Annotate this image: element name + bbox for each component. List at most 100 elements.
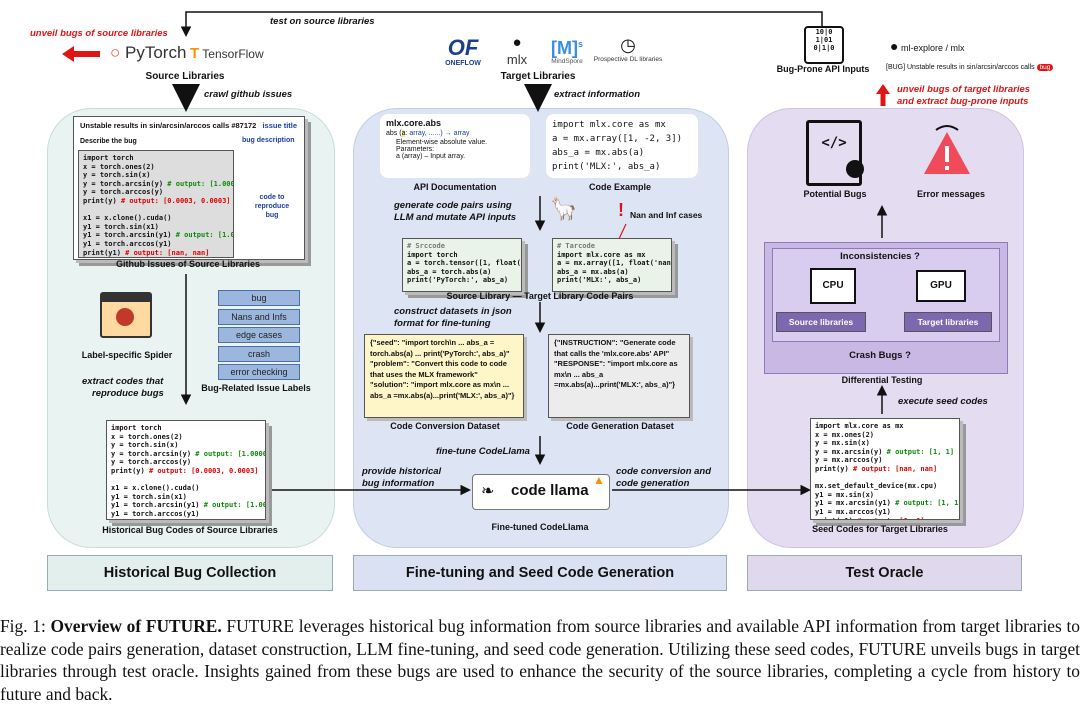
finetuning-bar: Fine-tuning and Seed Code Generation [353,555,727,591]
code-text: print(y) [111,466,149,475]
api-signature: abs (a: array, ......) → array [386,130,470,137]
code-comment: # output: [0.0003, 0.0003] [120,196,231,205]
code-line: import mlx.core as mx [557,251,667,260]
code-line: y = mx.arccos(y) [815,456,955,465]
code-text: y1 = mx.arcsin(y1) [815,499,896,508]
unveil-target-label-1: unveil bugs of target libraries [897,84,1031,95]
code-line: x = torch.ones(2) [111,433,261,442]
code-text: y = mx.sin(x) [815,439,870,448]
code-comment: # output: [1.0000, 1.0000] [167,179,234,188]
code-text: abs_a = torch.abs(a) [407,267,492,276]
code-line: a = mx.array([1, float('nan')], 3]) [557,259,671,268]
pytorch-icon: ○ [110,43,121,62]
code-text: y1 = mx.sin(x) [815,490,875,499]
unveil-source-label: unveil bugs of source libraries [30,28,168,39]
issue-label-tag: edge cases [218,327,300,343]
code-text: y = torch.arccos(y) [83,188,164,197]
extract-codes-label-2: reproduce bugs [92,388,164,399]
apple-icon: ● [512,34,522,51]
github-icon: ● [890,38,899,54]
code-line: print(y) # output: [0.0003, 0.0003] [83,196,231,206]
bug-tag: bug [1036,64,1054,71]
error-messages-label: Error messages [916,189,986,199]
conversion-label: Code Conversion Dataset [390,421,500,431]
oracle-bar: Test Oracle [747,555,1022,591]
api-description: Element-wise absolute value. [396,139,488,146]
code-line: y = torch.arcsin(y) # output: [1.0000, 1… [83,179,233,189]
code-text: y = torch.sin(x) [111,441,179,450]
code-text: x = mx.ones(2) [815,430,875,439]
code-text: print(y) [83,196,121,205]
spider-label: Label-specific Spider [81,350,173,360]
code-text: y = torch.sin(x) [83,171,151,180]
mindspore-logo: [M]s MindSpore [551,38,583,65]
code-comment: # output: [nan, nan] [125,248,210,257]
code-text: # Tarcode [557,242,595,250]
code-text: y = mx.arcsin(y) [815,447,887,456]
api-doc-label: API Documentation [413,182,497,192]
code-text: y1 = torch.arcsin(y1) [111,501,204,510]
code-line: print('PyTorch:', abs_a) [407,276,517,285]
code-comment: # output: [1.0000, 1.0000] [203,501,265,510]
code-line [815,474,955,483]
code-line: print('MLX:', abs_a) [557,276,667,285]
code-line: y = torch.arccos(y) [111,458,261,467]
code-text: print(y1) [815,517,857,519]
code-line: y1 = torch.arccos(y1) [111,510,261,519]
code-line: import mlx.core as mx [815,422,955,431]
mlx-logo: ● mlx [500,34,534,67]
code-text: x = torch.ones(2) [83,162,155,171]
code-line: import torch [407,251,517,260]
source-libraries-label: Source Libraries [145,71,225,82]
extract-info-label: extract information [554,89,641,100]
code-text: y = torch.arcsin(y) [83,179,168,188]
code-text: import mlx.core as mx [557,250,646,259]
code-text: y = torch.arcsin(y) [111,449,196,458]
code-line: x1 = x.clone().cuda() [111,484,261,493]
source-libs-box: Source libraries [776,312,866,332]
llama-icon: 🦙 [550,196,578,221]
api-params: Parameters: [396,146,435,153]
provide-info-label-2: bug information [362,478,435,489]
code-text: y1 = torch.arccos(y1) [111,509,200,518]
code-text: y = mx.arccos(y) [815,456,883,465]
conversion-dataset-card: {"seed": "import torch\n ... abs_a = tor… [364,334,524,418]
github-issues-label: Github Issues of Source Libraries [115,259,261,269]
flame-icon: ▲ [593,473,605,487]
test-on-source-label: test on source libraries [270,16,375,27]
issue-label-tag: Nans and Infs [218,308,300,325]
code-line: abs_a = torch.abs(a) [407,268,517,277]
llama-outline-icon: ❧ [481,483,495,500]
code-line: y = torch.sin(x) [83,171,229,180]
issue-label-tag: crash [218,345,300,362]
pytorch-logo: ○ PyTorch [110,43,187,62]
execute-seed-label: execute seed codes [898,396,988,407]
historical-bar: Historical Bug Collection [47,555,333,591]
code-text: import torch [83,154,134,162]
crash-bugs-label: Crash Bugs ? [849,350,911,361]
code-line: y1 = mx.sin(x) [815,491,955,500]
code-text: print('PyTorch:', abs_a) [407,276,509,285]
code-text: x = torch.ones(2) [111,432,183,441]
finetune-label: fine-tune CodeLlama [436,446,530,457]
api-param-a: a (array) – Input array. [396,153,466,160]
potential-bugs-label: Potential Bugs [803,189,867,199]
code-line: y1 = torch.arcsin(y1) # output: [1.0000,… [83,231,233,240]
cpu-chip: CPU [810,268,856,304]
generate-label-2: LLM and mutate API inputs [394,212,517,223]
code-text: y1 = mx.arccos(y1) [815,507,891,516]
code-line: import torch [111,424,261,433]
code-line: y = mx.sin(x) [815,439,955,448]
code-text: print('MLX:', abs_a) [557,276,642,285]
warning-triangle-icon [924,125,970,174]
code-comment: # output: [0, 0] [857,517,924,519]
unveil-target-label-2: and extract bug-prone inputs [897,96,1029,107]
bug-description-tag: bug description [242,137,295,144]
generation-label: Code Generation Dataset [566,421,674,431]
code-comment: # output: [1, 1] [886,447,955,456]
code-pairs-label: Source Library — Target Library Code Pai… [446,291,634,301]
